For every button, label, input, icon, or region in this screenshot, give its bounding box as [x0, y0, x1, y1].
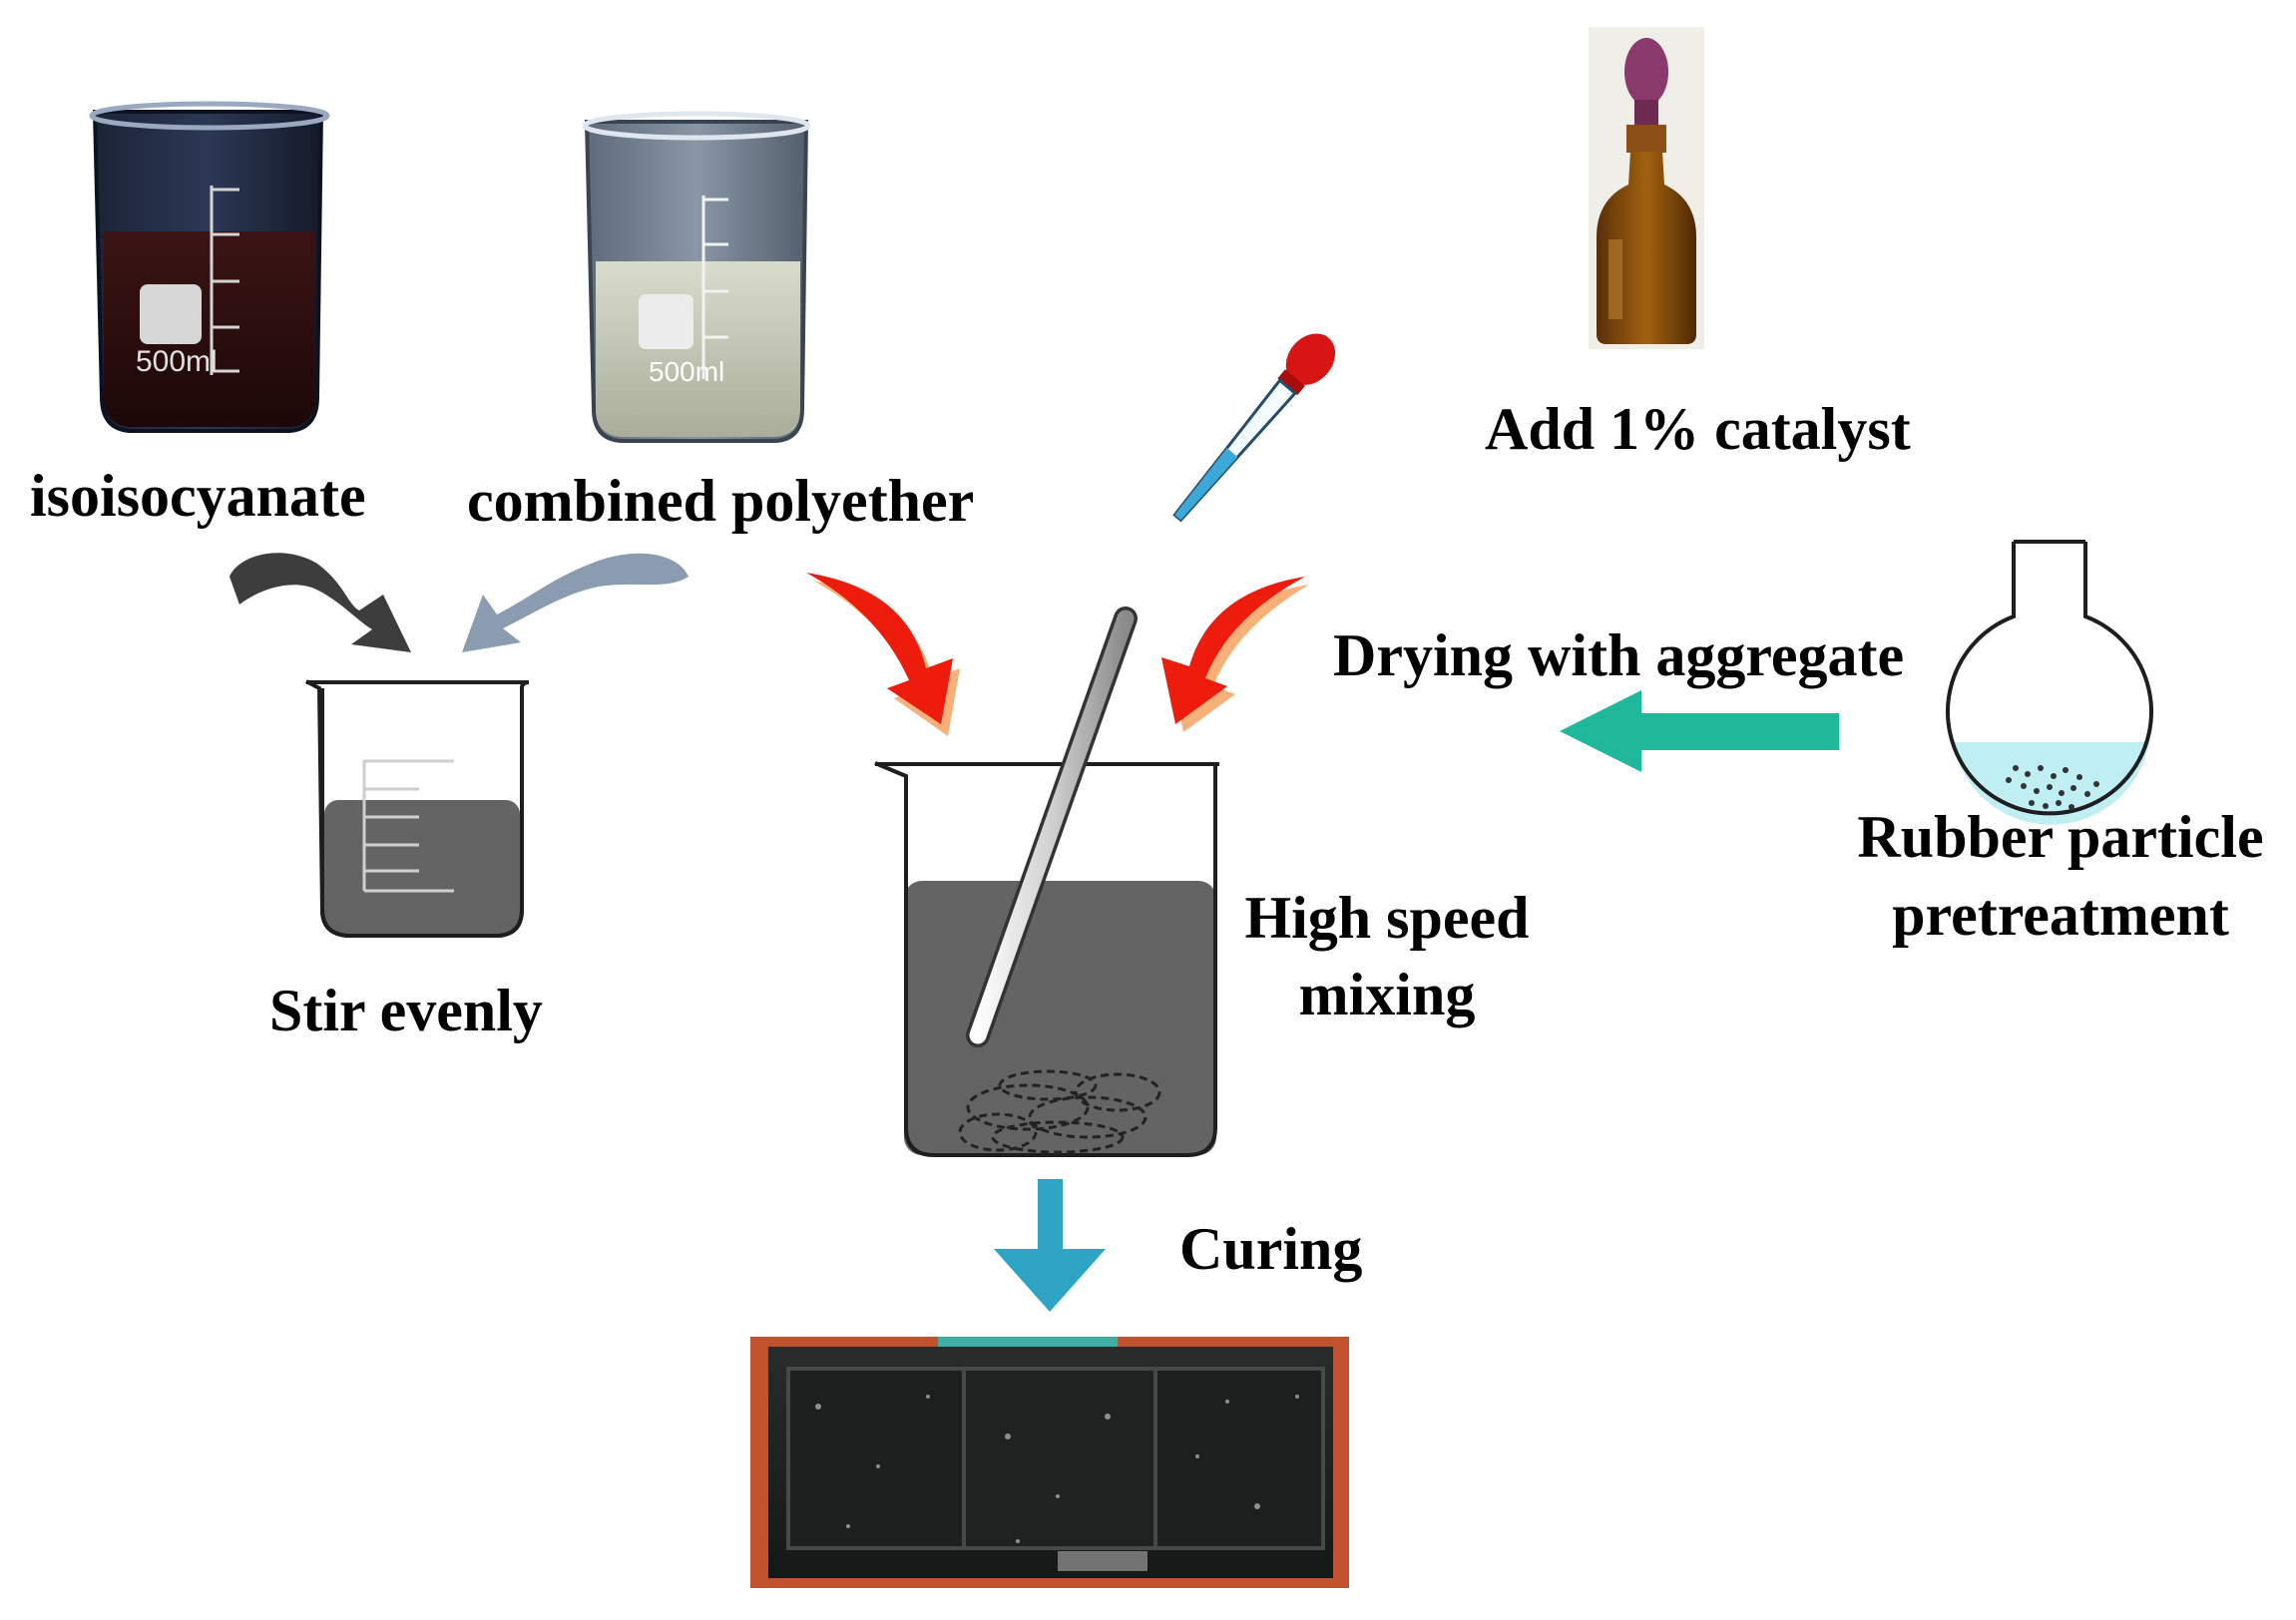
mixing-label-line2: mixing — [1298, 962, 1476, 1027]
teal-arrow — [1560, 690, 1839, 772]
catalyst-bottle-photo — [1589, 27, 1704, 349]
flask-particles — [2006, 765, 2099, 810]
mixing-beaker — [874, 607, 1219, 1157]
rubber-pretreatment-flask — [1946, 540, 2153, 825]
grey-blue-curved-arrow — [462, 553, 689, 652]
stir-label: Stir evenly — [269, 978, 543, 1043]
isocyanate-beaker-photo: 500ml — [89, 101, 330, 433]
dark-curved-arrow — [230, 553, 411, 652]
isocyanate-label: isoisocyanate — [30, 463, 366, 529]
volume-marking: 500ml — [136, 345, 218, 378]
polyether-beaker-photo: 500ml — [582, 111, 811, 443]
cured-sample-photo — [750, 1337, 1349, 1588]
rubber-label-line1: Rubber particle — [1857, 804, 2264, 870]
curing-label: Curing — [1179, 1216, 1363, 1282]
blue-down-arrow — [994, 1179, 1106, 1312]
rubber-particles — [958, 1069, 1161, 1154]
stir-beaker — [305, 679, 530, 938]
drying-label: Drying with aggregate — [1333, 622, 1905, 688]
red-curved-arrow-left — [806, 573, 960, 736]
rubber-label-line2: pretreatment — [1892, 882, 2229, 948]
mixing-label-line1: High speed — [1244, 885, 1530, 951]
stirring-rod — [966, 607, 1138, 1047]
catalyst-label: Add 1% catalyst — [1485, 396, 1911, 462]
polyether-label: combined polyether — [467, 468, 975, 534]
red-curved-arrow-right — [1161, 577, 1309, 732]
dropper — [1172, 333, 1336, 523]
volume-marking: 500ml — [649, 356, 724, 387]
